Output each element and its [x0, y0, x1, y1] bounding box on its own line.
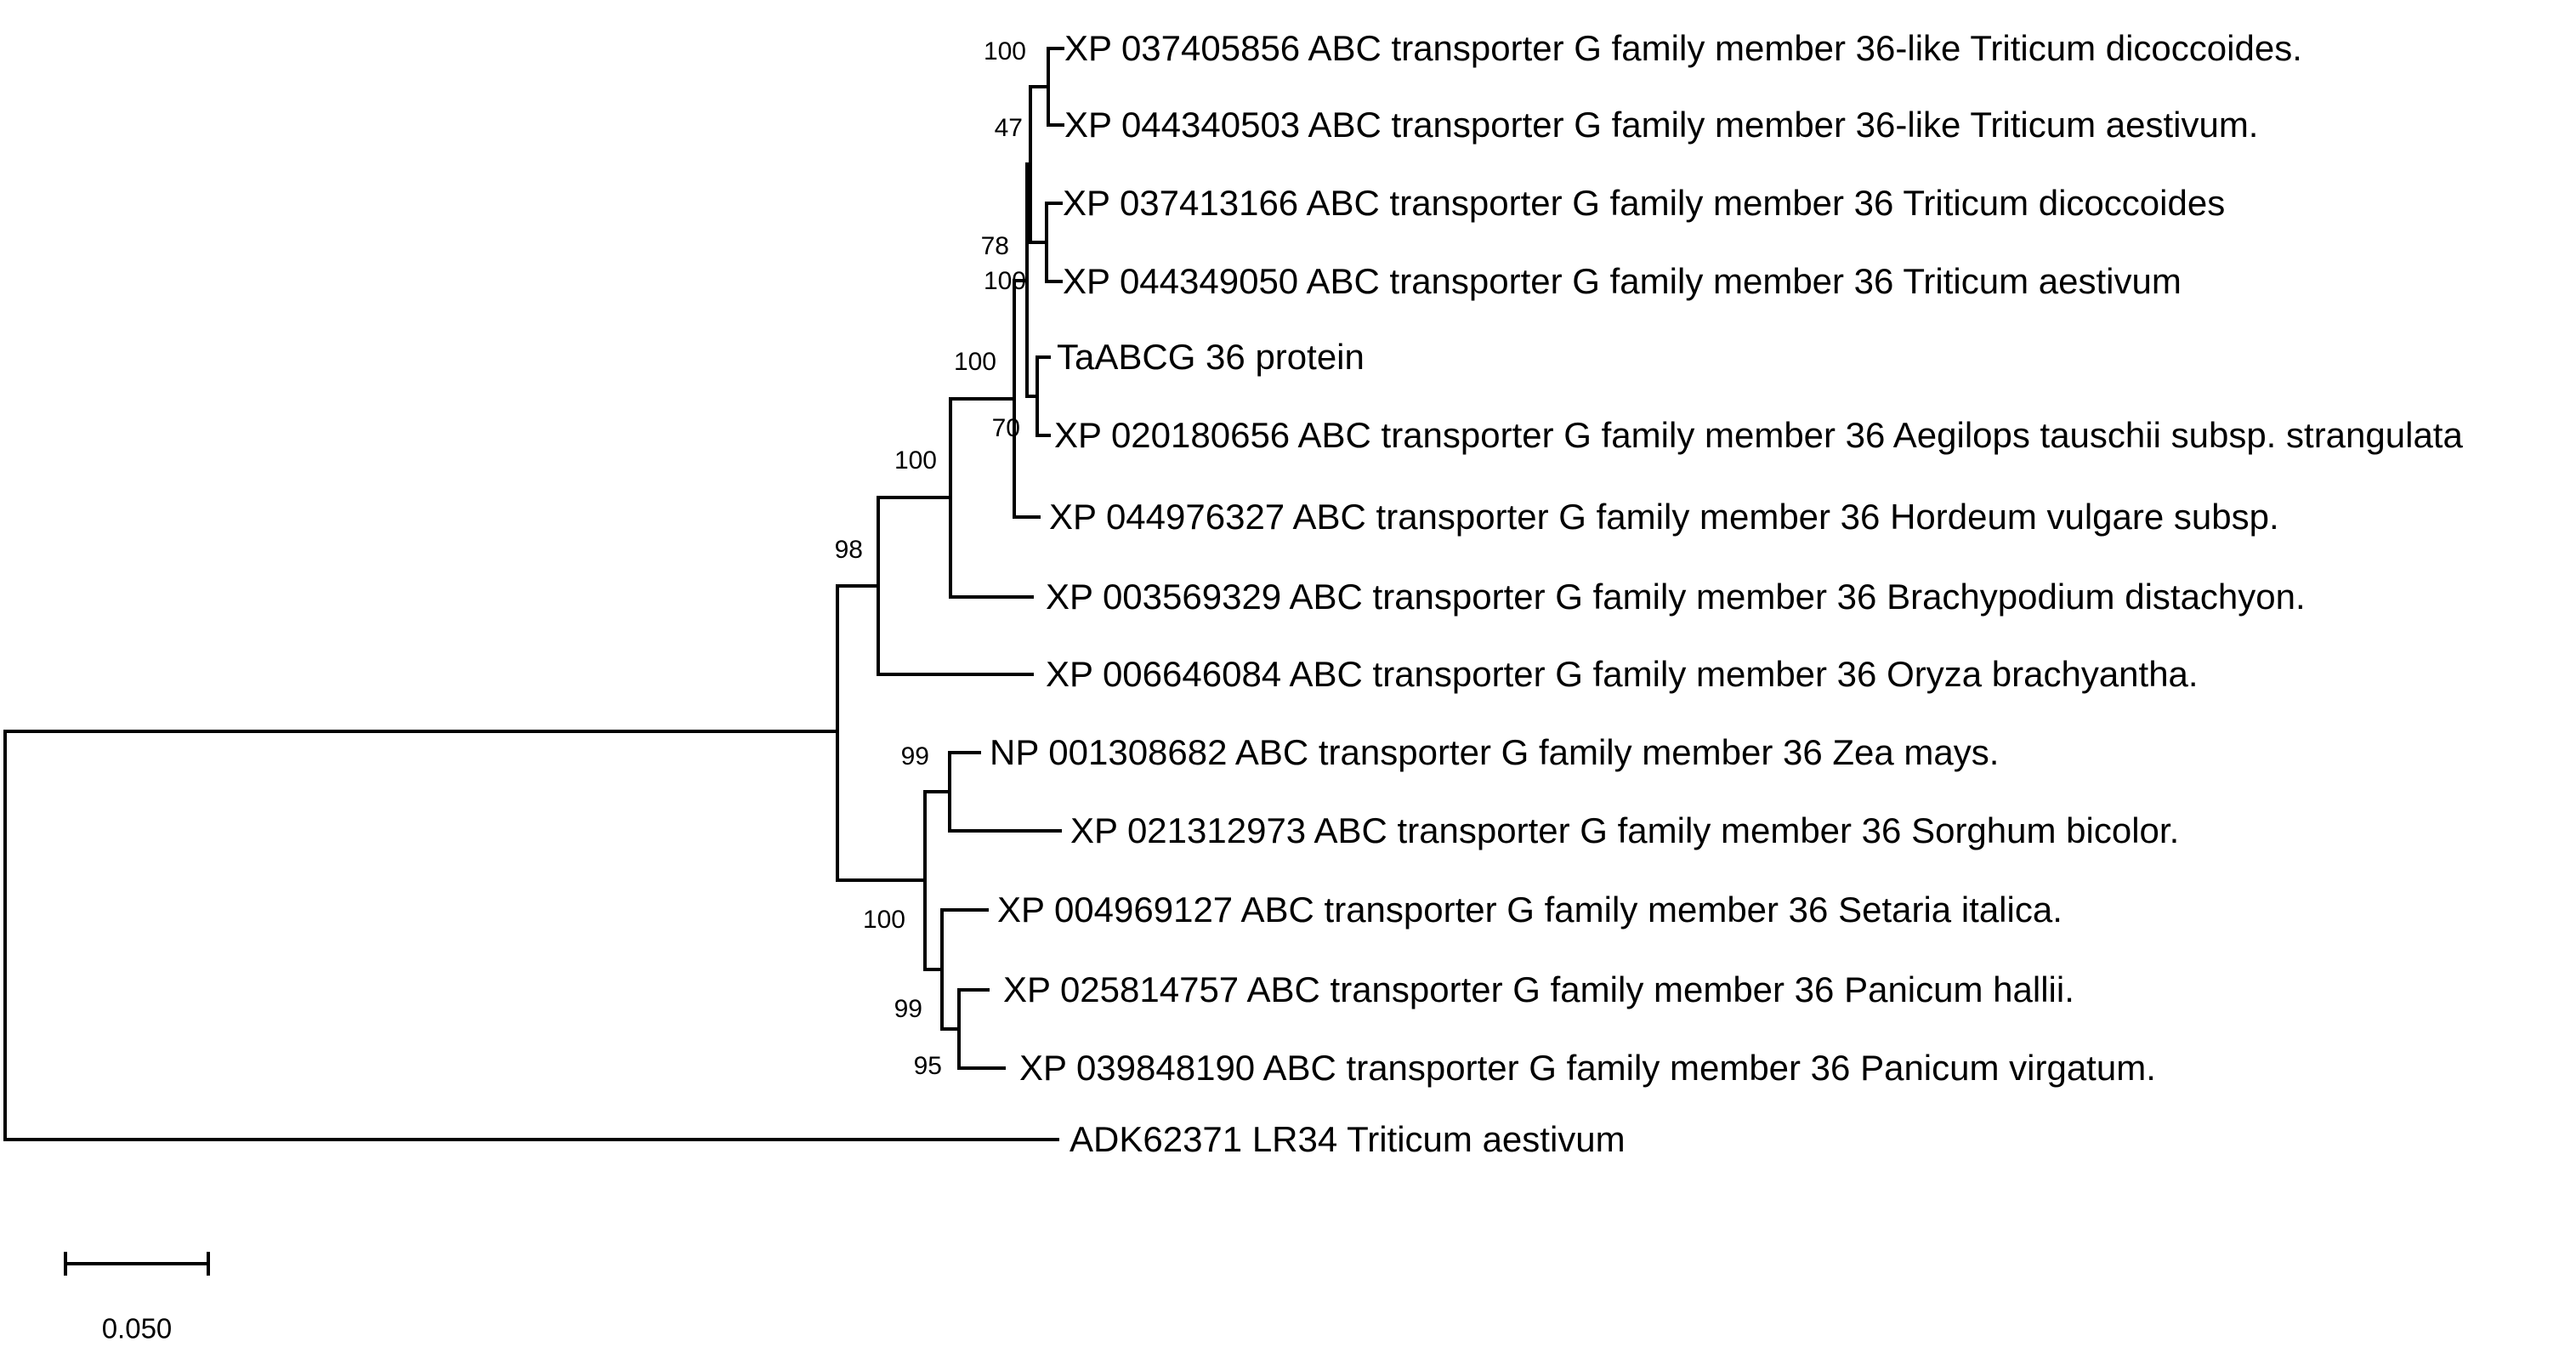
branch-tip-brachypodium — [949, 595, 1034, 599]
clade-line-pooideae-clade — [949, 397, 952, 599]
branch-tip-zea-mays — [948, 751, 981, 754]
branch-tip-triticum-aestivum — [1045, 280, 1063, 283]
branch-tip-triticum-dicoccoides-like — [1047, 47, 1064, 50]
bootstrap-value: 100 — [983, 37, 1026, 65]
bootstrap-value: 47 — [994, 114, 1023, 142]
scale-bar-tick-left — [64, 1252, 67, 1276]
clade-line-root — [3, 730, 7, 1141]
taxon-label: XP 037413166 ABC transporter G family me… — [1063, 183, 2226, 223]
branch-to-zea-sorghum-pair — [923, 790, 951, 793]
branch-to-triticum-aegilops-clade — [1013, 279, 1029, 282]
taxon-label: XP 003569329 ABC transporter G family me… — [1046, 577, 2306, 617]
scale-bar-tick-right — [207, 1252, 210, 1276]
scale-bar-label: 0.050 — [101, 1312, 173, 1344]
branch-tip-sorghum-bicolor — [948, 829, 1062, 833]
clade-line-panicoideae-clade — [923, 790, 927, 971]
clade-line-ingroup — [836, 584, 839, 882]
taxon-label: ADK62371 LR34 Triticum aestivum — [1070, 1119, 1626, 1159]
branch-to-panicum-pair — [940, 1027, 961, 1031]
taxon-label: XP 039848190 ABC transporter G family me… — [1019, 1048, 2156, 1088]
bootstrap-value: 99 — [900, 742, 929, 770]
taxon-label: XP 044976327 ABC transporter G family me… — [1049, 497, 2279, 537]
branch-to-taabcg-aegilops-pair — [1025, 395, 1039, 398]
bootstrap-value: 98 — [834, 536, 863, 564]
clade-line-taabcg-aegilops — [1036, 355, 1039, 437]
branch-to-bep-clade — [836, 584, 880, 588]
branch-tip-setaria-italica — [940, 908, 989, 912]
branch-to-triticeae-clade — [949, 397, 1016, 401]
clade-line-setaria-panicum — [940, 908, 944, 1031]
branch-tip-panicum-virgatum — [957, 1066, 1006, 1070]
taxon-label: XP 044349050 ABC transporter G family me… — [1063, 261, 2182, 301]
clade-line-36like-pair — [1047, 47, 1050, 127]
branch-to-setaria-panicum-clade — [923, 968, 944, 971]
clade-line-36-pair — [1045, 202, 1048, 283]
bootstrap-value: 95 — [913, 1052, 942, 1080]
taxon-label: NP 001308682 ABC transporter G family me… — [990, 732, 2000, 772]
bootstrap-value: 100 — [953, 348, 996, 376]
branch-to-pooideae-clade — [877, 496, 952, 499]
branch-to-panicoideae-clade — [836, 878, 927, 882]
bootstrap-value: 78 — [980, 232, 1009, 260]
taxon-label: TaABCG 36 protein — [1057, 337, 1365, 377]
taxon-label: XP 004969127 ABC transporter G family me… — [997, 890, 2063, 929]
bootstrap-value: 100 — [983, 267, 1026, 295]
branch-root-to-ingroup — [3, 730, 839, 733]
taxon-label: XP 025814757 ABC transporter G family me… — [1003, 969, 2074, 1009]
branch-tip-triticum-aestivum-like — [1047, 123, 1064, 127]
clade-line-triticeae-clade — [1013, 279, 1016, 519]
clade-line-zea-sorghum — [948, 751, 951, 833]
bootstrap-value: 100 — [862, 906, 905, 934]
bootstrap-value: 100 — [894, 446, 937, 475]
branch-tip-aegilops-tauschii — [1036, 434, 1051, 437]
branch-tip-panicum-hallii — [957, 988, 990, 992]
taxon-label: XP 037405856 ABC transporter G family me… — [1064, 28, 2302, 68]
clade-line-triticum-aegilops — [1025, 162, 1029, 398]
clade-line-triticum-clade — [1029, 85, 1032, 244]
branch-to-36like-pair — [1029, 85, 1050, 88]
branch-to-36-pair — [1029, 241, 1048, 244]
taxon-label: XP 044340503 ABC transporter G family me… — [1064, 105, 2259, 145]
branch-tip-adk62371-lr34 — [3, 1138, 1059, 1141]
taxon-label: XP 020180656 ABC transporter G family me… — [1054, 415, 2463, 455]
bootstrap-value: 99 — [894, 995, 922, 1023]
branch-tip-triticum-dicoccoides — [1045, 202, 1063, 205]
taxon-label: XP 006646084 ABC transporter G family me… — [1046, 654, 2199, 694]
branch-tip-taabcg36 — [1036, 355, 1051, 359]
taxon-label: XP 021312973 ABC transporter G family me… — [1070, 810, 2180, 850]
bootstrap-value: 70 — [991, 414, 1020, 442]
clade-line-panicum-pair — [957, 988, 961, 1070]
branch-tip-hordeum-vulgare — [1013, 515, 1041, 519]
clade-line-bep-clade — [877, 496, 880, 676]
branch-tip-oryza-brachyantha — [877, 673, 1034, 676]
scale-bar-line — [64, 1262, 210, 1265]
